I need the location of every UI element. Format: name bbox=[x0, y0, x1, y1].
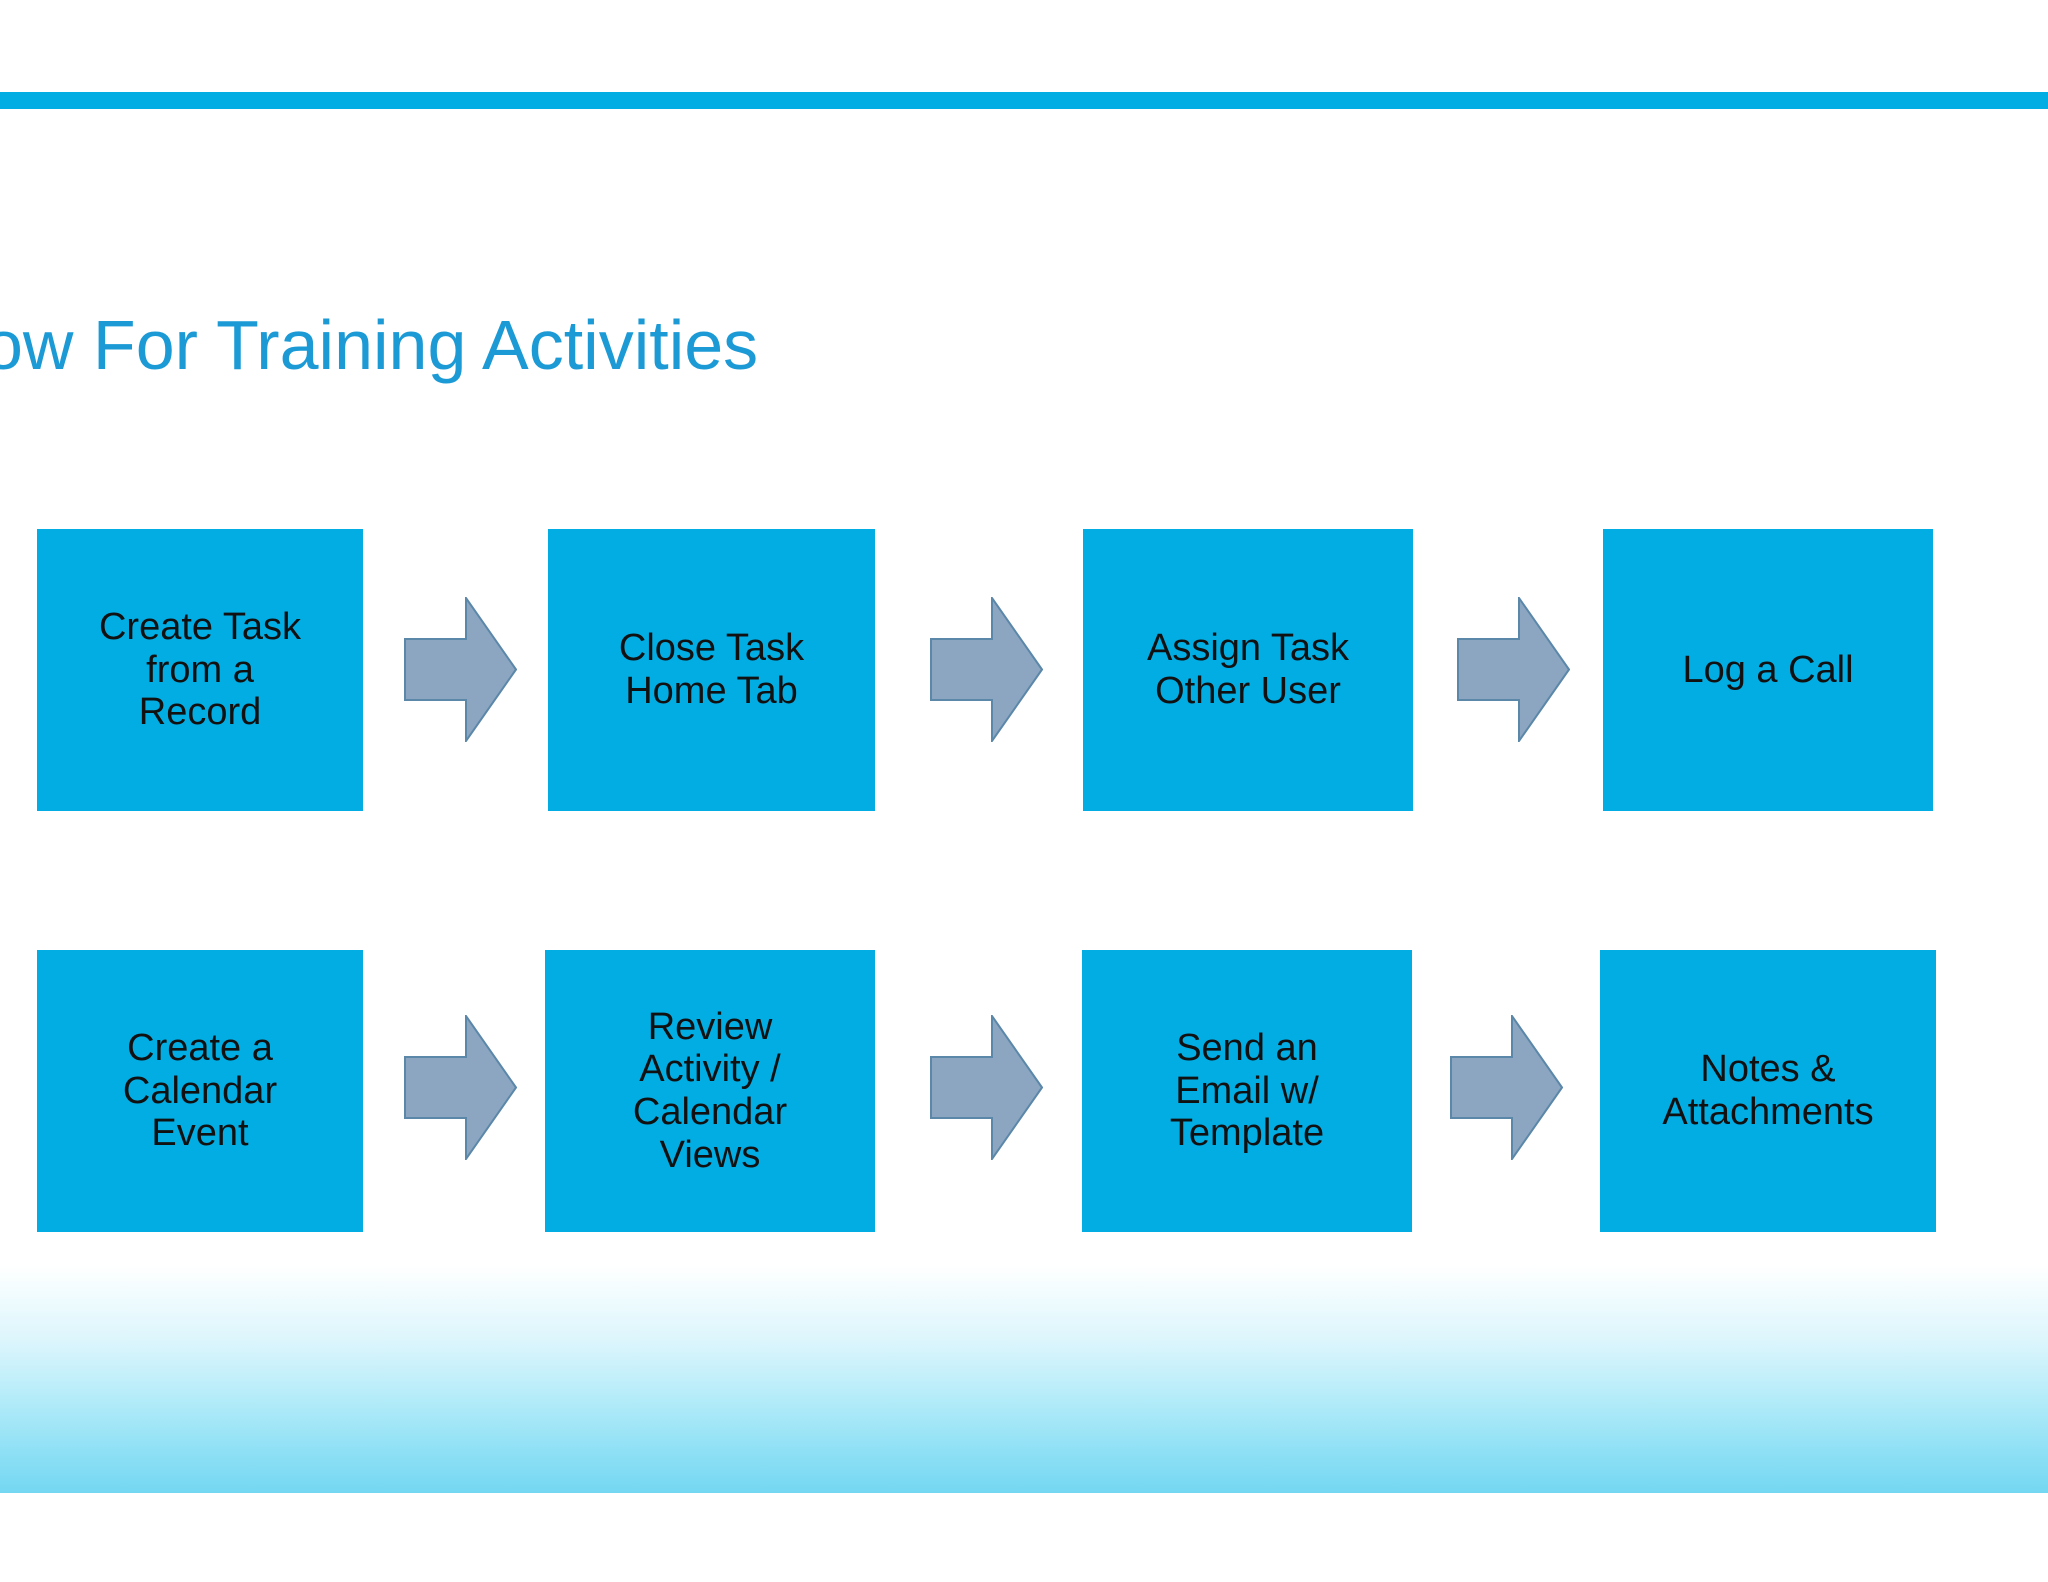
flow-box-assign-task-other-user[interactable]: Assign Task Other User bbox=[1083, 529, 1413, 811]
flow-box-label: Notes & Attachments bbox=[1662, 1048, 1874, 1133]
page-title: ow For Training Activities bbox=[0, 305, 759, 384]
flow-box-label: Close Task Home Tab bbox=[618, 627, 805, 712]
bottom-gradient-band bbox=[0, 1265, 2048, 1493]
arrow-right-icon bbox=[930, 597, 1043, 742]
flow-box-create-task-from-record[interactable]: Create Task from a Record bbox=[37, 529, 363, 811]
flow-box-log-a-call[interactable]: Log a Call bbox=[1603, 529, 1933, 811]
flow-box-label: Log a Call bbox=[1682, 648, 1854, 691]
arrow-right-icon bbox=[1457, 597, 1570, 742]
arrow-right-icon bbox=[930, 1015, 1043, 1160]
flow-box-label: Assign Task Other User bbox=[1146, 627, 1350, 712]
flow-box-close-task-home-tab[interactable]: Close Task Home Tab bbox=[548, 529, 875, 811]
arrow-right-icon bbox=[404, 597, 517, 742]
flow-box-send-email-with-template[interactable]: Send an Email w/ Template bbox=[1082, 950, 1412, 1232]
flow-box-label: Send an Email w/ Template bbox=[1169, 1027, 1325, 1155]
flow-box-review-activity-calendar-views[interactable]: Review Activity / Calendar Views bbox=[545, 950, 875, 1232]
flow-box-create-calendar-event[interactable]: Create a Calendar Event bbox=[37, 950, 363, 1232]
flow-box-notes-and-attachments[interactable]: Notes & Attachments bbox=[1600, 950, 1936, 1232]
top-accent-bar bbox=[0, 92, 2048, 109]
arrow-right-icon bbox=[404, 1015, 517, 1160]
flow-box-label: Create a Calendar Event bbox=[122, 1027, 278, 1155]
arrow-right-icon bbox=[1450, 1015, 1563, 1160]
flow-box-label: Review Activity / Calendar Views bbox=[632, 1005, 788, 1176]
flow-box-label: Create Task from a Record bbox=[98, 606, 302, 734]
